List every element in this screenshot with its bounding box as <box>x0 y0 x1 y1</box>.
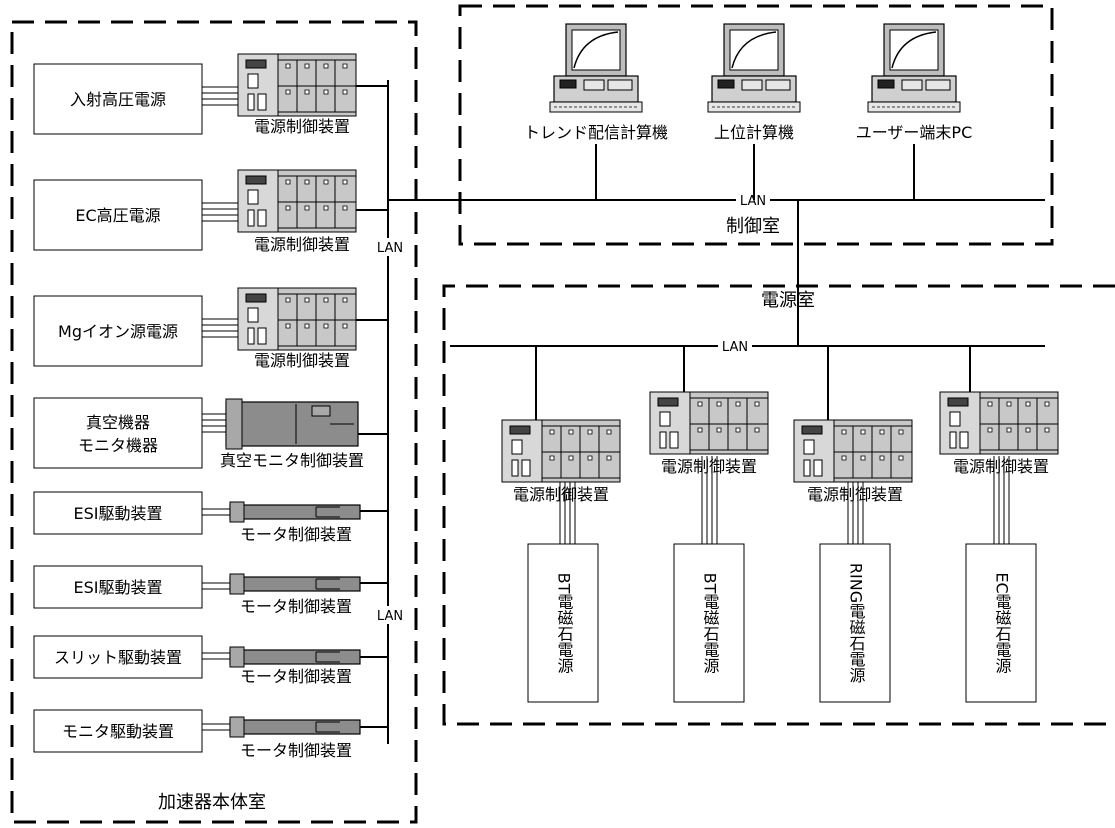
controller-label: モータ制御装置 <box>240 741 352 760</box>
power-room-label: 電源室 <box>761 290 815 311</box>
device-label: 入射高圧電源 <box>70 90 166 109</box>
power-room-boundary <box>442 284 1115 726</box>
magnet-supply-box <box>965 543 1037 703</box>
power-controller-icon <box>649 391 769 455</box>
motor-controller-icon <box>229 716 361 738</box>
device-box <box>33 565 203 609</box>
supply-label: BT電磁石電源 <box>701 573 720 675</box>
workstation-icon <box>707 23 801 113</box>
motor-controller-icon <box>229 573 361 595</box>
device-label: 真空機器 <box>86 413 150 432</box>
lan-label-power: LAN <box>722 340 748 355</box>
lan-label-lower: LAN <box>377 609 403 624</box>
accelerator-room-boundary <box>10 20 418 824</box>
power-controller-icon <box>939 391 1059 455</box>
power-unit-bt-1: 電源制御装置 BT電磁石電源 <box>501 346 621 703</box>
magnet-supply-box <box>673 543 745 703</box>
workstation-icon <box>867 23 961 113</box>
vacuum-controller-icon <box>225 398 359 450</box>
device-box <box>33 491 203 535</box>
controller-label: 電源制御装置 <box>254 117 350 136</box>
device-slit-drive: スリット駆動装置 モータ制御装置 <box>33 635 388 686</box>
device-vacuum-monitor: 真空機器 モニタ機器 真空モニタ制御装置 <box>33 397 388 470</box>
computer-label: 上位計算機 <box>714 123 794 142</box>
computer-label: ユーザー端末PC <box>856 123 973 142</box>
controller-label: モータ制御装置 <box>240 525 352 544</box>
supply-label: EC電磁石電源 <box>993 572 1012 674</box>
control-room-label: 制御室 <box>726 216 780 237</box>
lan-label-upper: LAN <box>377 241 403 256</box>
controller-label: 電源制御装置 <box>953 457 1049 476</box>
power-controller-icon <box>237 287 357 351</box>
power-controller-icon <box>237 53 357 117</box>
computer-label: トレンド配信計算機 <box>524 123 668 142</box>
power-unit-ec: 電源制御装置 EC電磁石電源 <box>939 346 1059 703</box>
device-label: EC高圧電源 <box>75 206 160 225</box>
power-controller-icon <box>501 419 621 483</box>
workstation-icon <box>549 23 643 113</box>
device-ec-hv: EC高圧電源 電源制御装置 <box>33 169 388 254</box>
controller-label: 電源制御装置 <box>254 351 350 370</box>
device-esi-drive-1: ESI駆動装置 モータ制御装置 <box>33 491 388 544</box>
computer-user: ユーザー端末PC <box>856 23 973 200</box>
device-injection-hv: 入射高圧電源 電源制御装置 <box>33 53 388 136</box>
controller-label: 電源制御装置 <box>807 485 903 504</box>
lan-label-control: LAN <box>740 194 766 209</box>
device-box <box>33 295 203 367</box>
accelerator-room-label: 加速器本体室 <box>158 792 266 813</box>
device-label: モニタ機器 <box>78 436 158 455</box>
power-controller-icon <box>237 169 357 233</box>
device-box <box>33 397 203 469</box>
device-box <box>33 635 203 679</box>
device-label: ESI駆動装置 <box>74 578 163 597</box>
device-esi-drive-2: ESI駆動装置 モータ制御装置 <box>33 565 388 616</box>
controller-label: 真空モニタ制御装置 <box>220 451 364 470</box>
magnet-supply-box <box>819 543 891 703</box>
motor-controller-icon <box>229 646 361 668</box>
controller-label: 電源制御装置 <box>661 457 757 476</box>
controller-label: 電源制御装置 <box>513 485 609 504</box>
supply-label: BT電磁石電源 <box>555 573 574 675</box>
power-controller-icon <box>793 419 913 483</box>
controller-label: モータ制御装置 <box>240 597 352 616</box>
device-label: モニタ駆動装置 <box>62 722 174 741</box>
lan-network: LAN LAN LAN LAN <box>373 80 1045 744</box>
computer-host: 上位計算機 <box>707 23 801 200</box>
magnet-supply-box <box>527 543 599 703</box>
device-label: スリット駆動装置 <box>54 648 182 667</box>
device-box <box>33 179 203 251</box>
device-box <box>33 709 203 753</box>
device-mg-ion: Mgイオン源電源 電源制御装置 <box>33 287 388 370</box>
power-unit-ring: 電源制御装置 RING電磁石電源 <box>793 346 913 703</box>
supply-label: RING電磁石電源 <box>847 563 866 684</box>
motor-controller-icon <box>229 501 361 523</box>
device-label: Mgイオン源電源 <box>58 322 178 341</box>
control-room-boundary <box>458 4 1054 246</box>
computer-trend: トレンド配信計算機 <box>524 23 668 200</box>
controller-label: モータ制御装置 <box>240 667 352 686</box>
device-monitor-drive: モニタ駆動装置 モータ制御装置 <box>33 709 388 760</box>
device-label: ESI駆動装置 <box>74 504 163 523</box>
power-unit-bt-2: 電源制御装置 BT電磁石電源 <box>649 346 769 703</box>
controller-label: 電源制御装置 <box>254 235 350 254</box>
